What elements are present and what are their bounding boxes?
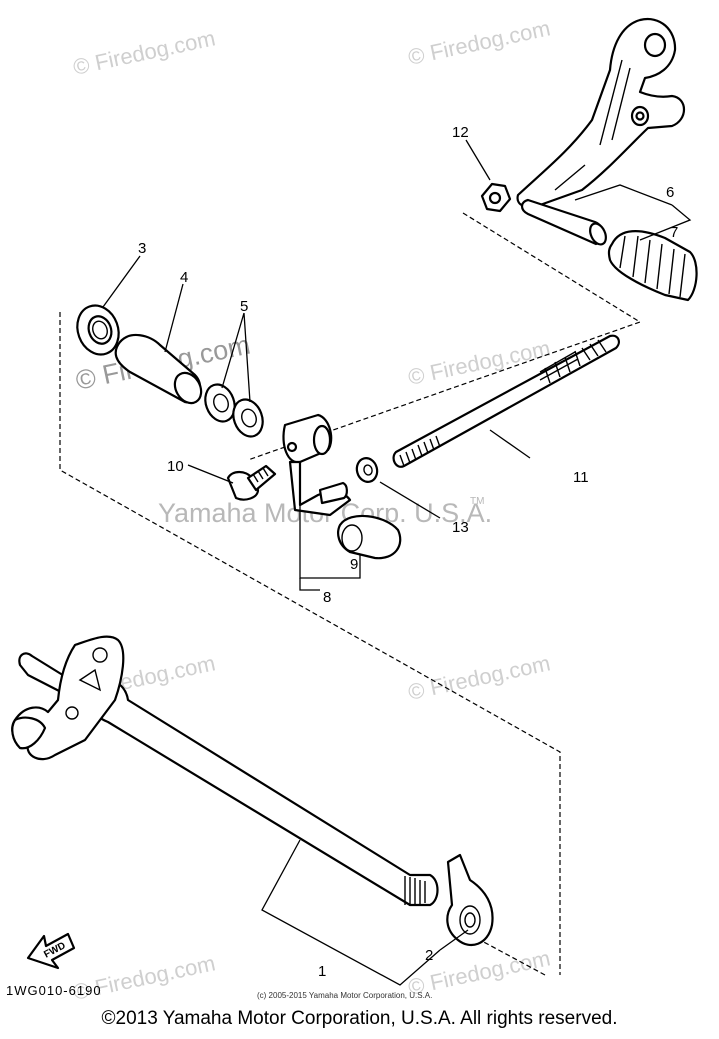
- leader-lines: [102, 139, 692, 986]
- callout-2: 2: [425, 947, 433, 964]
- part-9-boot: [337, 514, 402, 560]
- part-12-nut: [480, 182, 512, 213]
- dash-pedal-assembly: [247, 212, 642, 461]
- part-8-shift-joint: [282, 413, 352, 517]
- part-7-pedal-rubber: [607, 230, 698, 302]
- assembly-lines: [59, 212, 642, 976]
- part-4-collar: [114, 333, 203, 405]
- part-3-oil-seal: [76, 304, 120, 356]
- part-shift-pedal: [516, 17, 686, 209]
- copyright-footer: ©2013 Yamaha Motor Corporation, U.S.A. A…: [101, 1008, 618, 1029]
- callout-9: 9: [350, 556, 358, 573]
- callouts: 1 2 3 4 5 6 7 8 9 10 11 12 13: [138, 124, 678, 980]
- part-13-nut: [355, 457, 379, 483]
- callout-7: 7: [670, 224, 678, 241]
- callout-8: 8: [323, 589, 331, 606]
- fwd-arrow-icon: FWD: [26, 932, 76, 970]
- part-1-shift-shaft: [11, 635, 439, 907]
- callout-11: 11: [573, 469, 589, 486]
- callout-13: 13: [452, 519, 469, 536]
- part-2-torsion-spring: [446, 853, 494, 947]
- dash-shaft-assembly: [59, 312, 561, 975]
- callout-1: 1: [318, 963, 326, 980]
- fine-print: (c) 2005-2015 Yamaha Motor Corporation, …: [257, 991, 432, 1000]
- callout-4: 4: [180, 269, 188, 286]
- part-6-pedal-pin: [520, 198, 607, 246]
- diagram-code: 1WG010-6190: [6, 983, 102, 998]
- watermark-tm: TM: [470, 496, 484, 507]
- watermark-firedog: © Firedog.com: [71, 25, 218, 80]
- callout-6: 6: [666, 184, 674, 201]
- dash-spring-to-frame: [479, 939, 546, 976]
- part-10-bolt: [226, 464, 277, 501]
- part-5-bearing: [204, 383, 264, 438]
- part-11-tie-rod: [392, 334, 620, 468]
- callout-3: 3: [138, 240, 146, 257]
- watermark-firedog: © Firedog.com: [406, 15, 553, 70]
- callout-5: 5: [240, 298, 248, 315]
- callout-12: 12: [452, 124, 469, 141]
- callout-10: 10: [167, 458, 184, 475]
